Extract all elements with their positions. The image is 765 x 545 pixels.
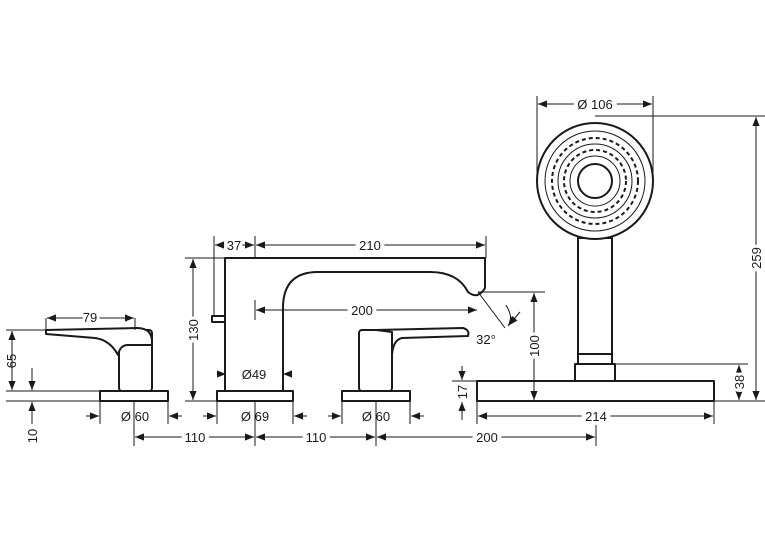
dim-center-base-dia: Ø 69: [241, 409, 269, 424]
dim-spout-reach: 200: [351, 303, 373, 318]
dim-shower-total-height: 259: [749, 247, 764, 269]
left-handle: [45, 327, 169, 402]
right-handle: [341, 327, 470, 402]
dim-left-base-dia: Ø 60: [121, 409, 149, 424]
dim-spout-height: 130: [186, 319, 201, 341]
dimension-labels: 79 65 10 Ø 60 Ø 69 Ø 60 37 210 130 200 Ø…: [4, 93, 765, 449]
dim-handle-reach: 79: [83, 310, 97, 325]
dim-handle-height: 65: [4, 354, 19, 368]
dimension-lines: [6, 96, 765, 446]
dim-spacing-right: 110: [306, 430, 327, 445]
dim-spout-angle: 32°: [476, 332, 496, 347]
dim-shower-base-height: 38: [732, 375, 747, 389]
dim-right-base-dia: Ø 60: [362, 409, 390, 424]
hand-shower: [476, 122, 715, 402]
dim-shower-base-thickness: 17: [455, 385, 470, 399]
dim-spacing-to-shower: 200: [476, 430, 498, 445]
dim-spout-offset: 37: [227, 238, 241, 253]
dim-shower-base-width: 214: [585, 409, 607, 424]
dim-base-thickness: 10: [25, 429, 40, 443]
dim-spout-pipe-dia: Ø49: [242, 367, 267, 382]
dim-spout-length: 210: [359, 238, 381, 253]
dim-spacing-left: 110: [185, 430, 206, 445]
dim-shower-head-dia: Ø 106: [577, 97, 612, 112]
dim-shower-clearance: 100: [527, 335, 542, 357]
